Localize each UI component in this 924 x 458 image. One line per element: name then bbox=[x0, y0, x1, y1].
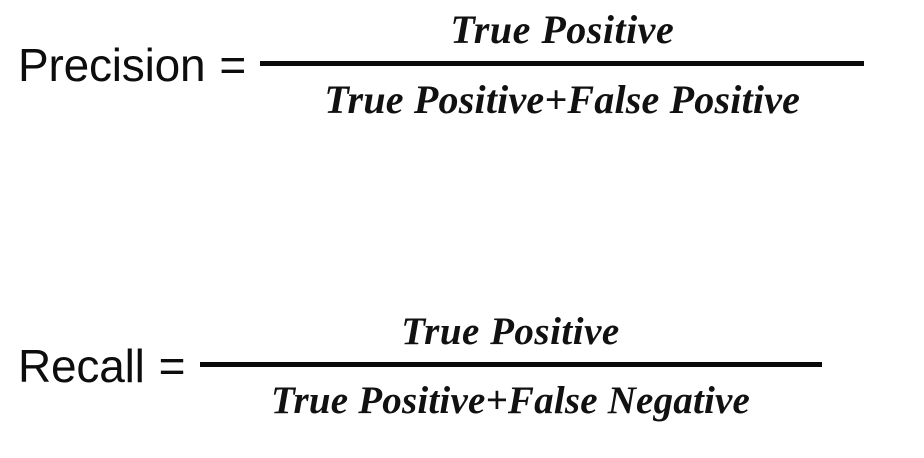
equation-recall: Recall = True Positive True Positive+Fal… bbox=[18, 312, 822, 420]
recall-label: Recall bbox=[18, 340, 145, 392]
precision-denominator: True Positive+False Positive bbox=[324, 77, 801, 122]
recall-equals-sign: = bbox=[158, 340, 186, 392]
recall-fraction: True Positive True Positive+False Negati… bbox=[199, 310, 822, 422]
precision-fraction: True Positive True Positive+False Positi… bbox=[260, 7, 865, 122]
equation-precision: Precision = True Positive True Positive+… bbox=[18, 7, 865, 122]
recall-numerator: True Positive bbox=[401, 310, 620, 353]
recall-fraction-bar bbox=[199, 362, 822, 367]
precision-fraction-bar bbox=[260, 61, 865, 66]
precision-equals-sign: = bbox=[219, 39, 247, 91]
precision-numerator: True Positive bbox=[450, 7, 675, 52]
precision-label: Precision bbox=[18, 39, 206, 91]
recall-denominator: True Positive+False Negative bbox=[270, 379, 751, 422]
